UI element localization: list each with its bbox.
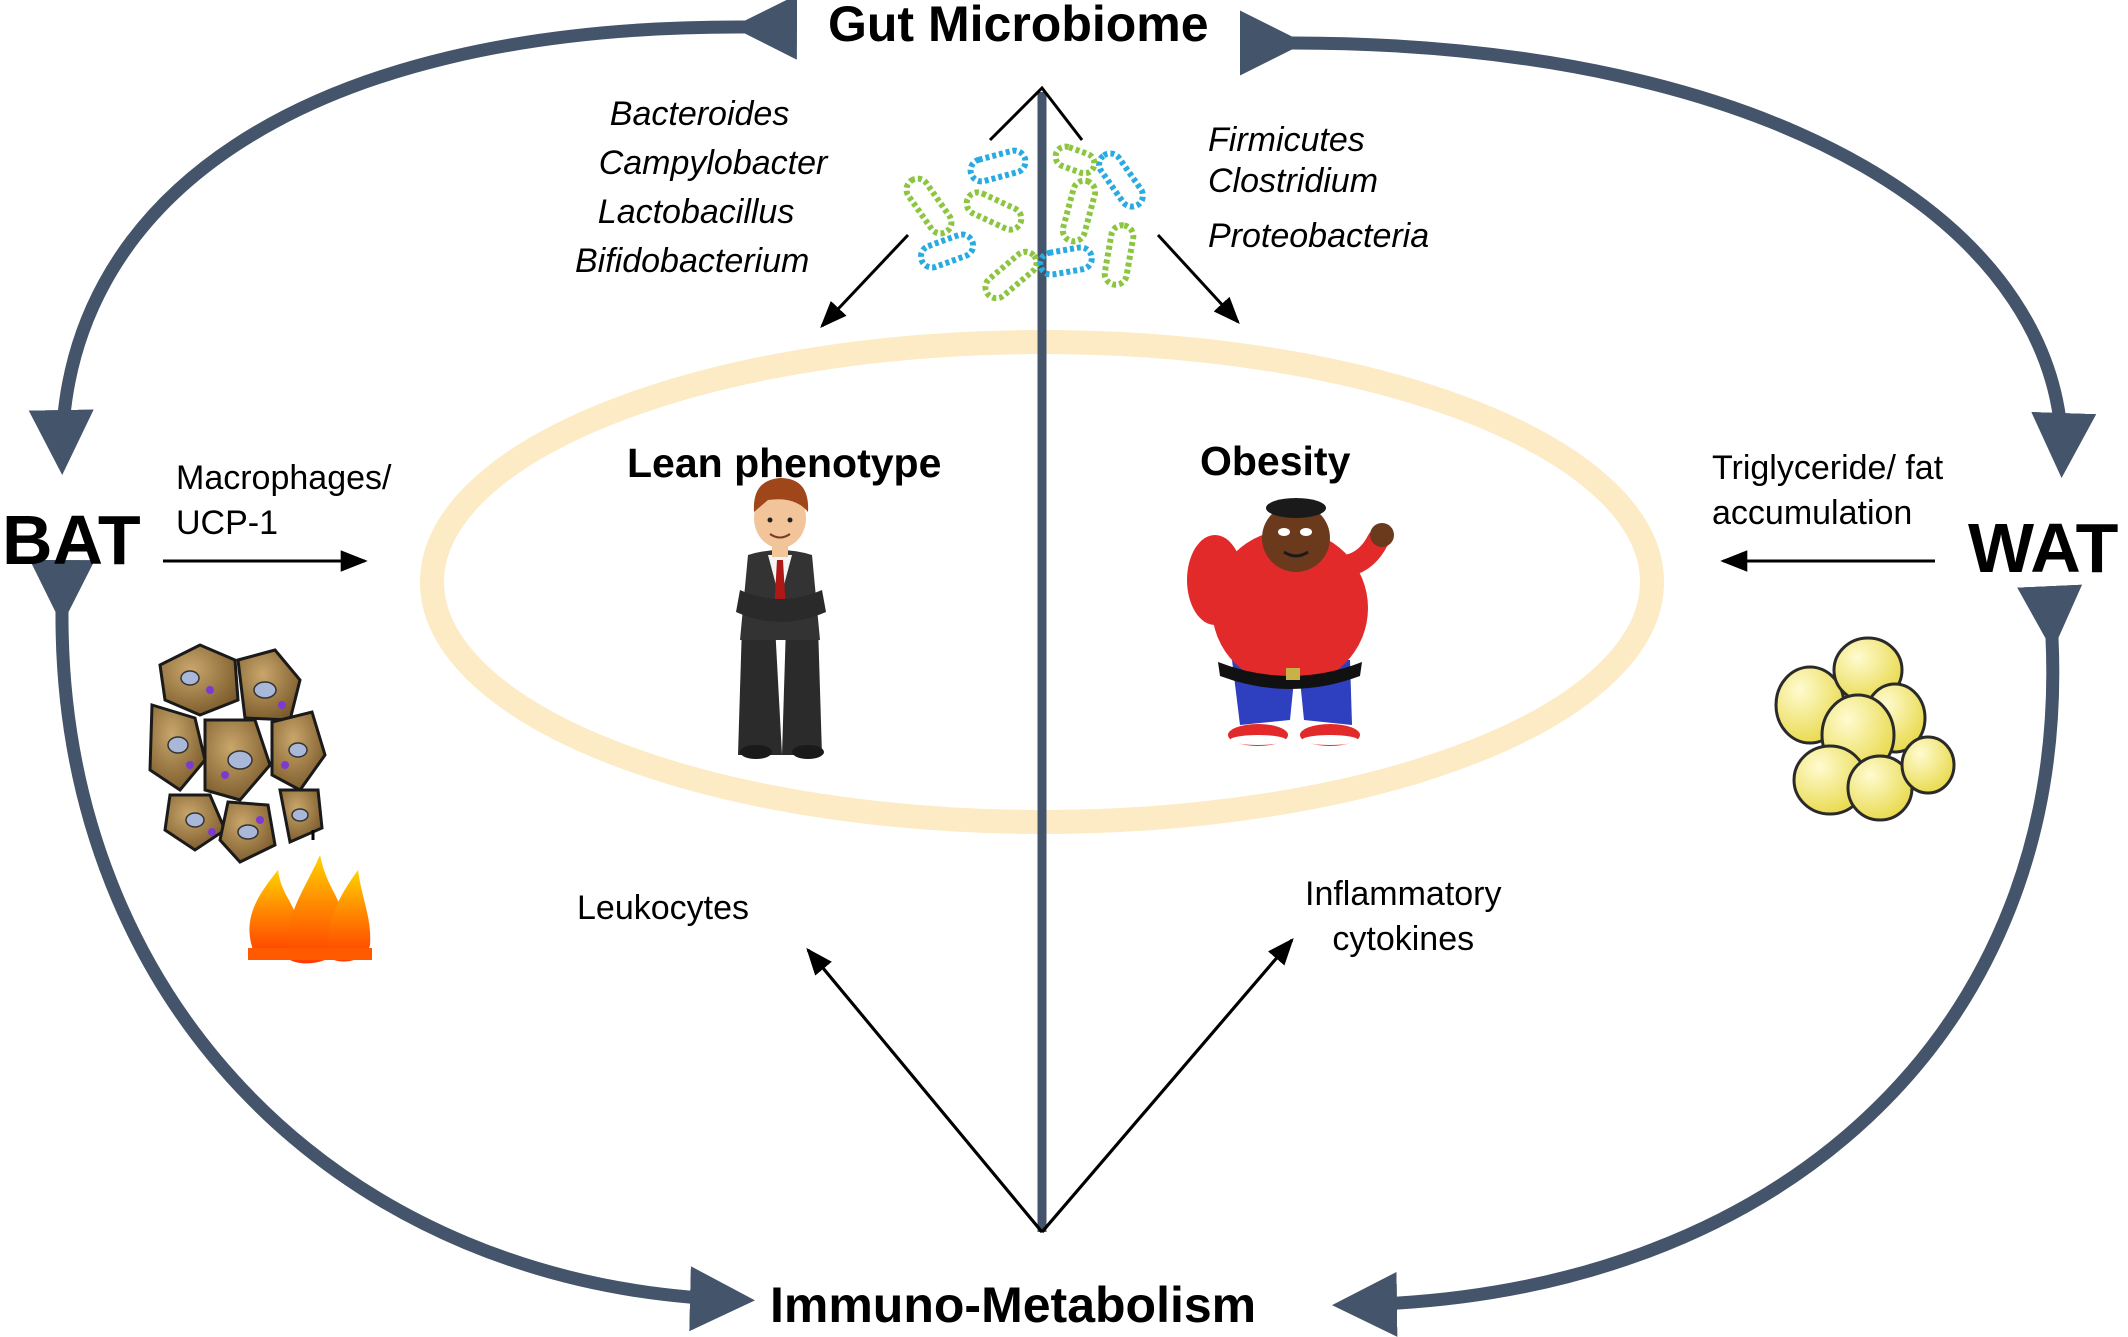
obese-man-figure: [1187, 498, 1394, 746]
cytokines-line-1: Inflammatory: [1305, 875, 1502, 913]
leukocytes-label: Leukocytes: [577, 889, 749, 927]
arrow-to-cytokines: [1040, 937, 1294, 1233]
brown-adipocyte-droplets: [167, 670, 309, 840]
arrow-to-lean: [820, 233, 910, 328]
lean-phenotype-title: Lean phenotype: [627, 440, 942, 486]
flame-icon: [248, 855, 372, 964]
arrow-wat-to-immuno: [1332, 584, 2083, 1337]
bacteria-cluster-icon: [903, 143, 1146, 302]
hub-immuno-metabolism: Immuno-Metabolism: [770, 1277, 1257, 1333]
lean-bacteria-1: Bacteroides: [609, 95, 790, 133]
arrow-to-obesity: [1156, 233, 1240, 324]
hub-gut-microbiome: Gut Microbiome: [828, 0, 1209, 52]
obese-bacteria-1: Firmicutes: [1208, 121, 1365, 159]
lean-bacteria-4: Bifidobacterium: [575, 242, 810, 280]
axis-cap: [988, 85, 1084, 142]
arrow-to-leukocytes: [806, 947, 1044, 1233]
cytokines-line-2: cytokines: [1332, 920, 1475, 958]
immuno-apex-lines: [806, 939, 1294, 1233]
obesity-title: Obesity: [1200, 438, 1351, 484]
bat-label-line-2: UCP-1: [176, 504, 279, 542]
wat-label-line-2: accumulation: [1712, 494, 1913, 532]
arrow-microbiome-to-bat: [28, 0, 798, 475]
obese-bacteria-list: Firmicutes Clostridium Proteobacteria: [1208, 120, 1429, 261]
hub-wat: WAT: [1968, 509, 2119, 587]
obese-bacteria-2: Clostridium: [1208, 162, 1379, 200]
bat-label: Macrophages/ UCP-1: [176, 456, 391, 546]
lean-bacteria-list: Bacteroides Campylobacter Lactobacillus …: [575, 90, 827, 286]
hub-bat: BAT: [2, 501, 141, 579]
cytokines-label: Inflammatory cytokines: [1305, 872, 1502, 962]
bat-label-line-1: Macrophages/: [176, 459, 392, 497]
lean-man-figure: [736, 478, 826, 759]
arrow-bat-to-immuno: [29, 559, 755, 1332]
lean-bacteria-2: Campylobacter: [598, 144, 828, 182]
lean-bacteria-3: Lactobacillus: [597, 193, 795, 231]
wat-label-line-1: Triglyceride/ fat: [1712, 449, 1944, 487]
arrow-microbiome-to-wat: [1239, 10, 2097, 478]
white-adipocyte-cluster: [1774, 636, 1956, 822]
obese-bacteria-3: Proteobacteria: [1208, 217, 1430, 255]
wat-label: Triglyceride/ fat accumulation: [1712, 446, 1943, 536]
